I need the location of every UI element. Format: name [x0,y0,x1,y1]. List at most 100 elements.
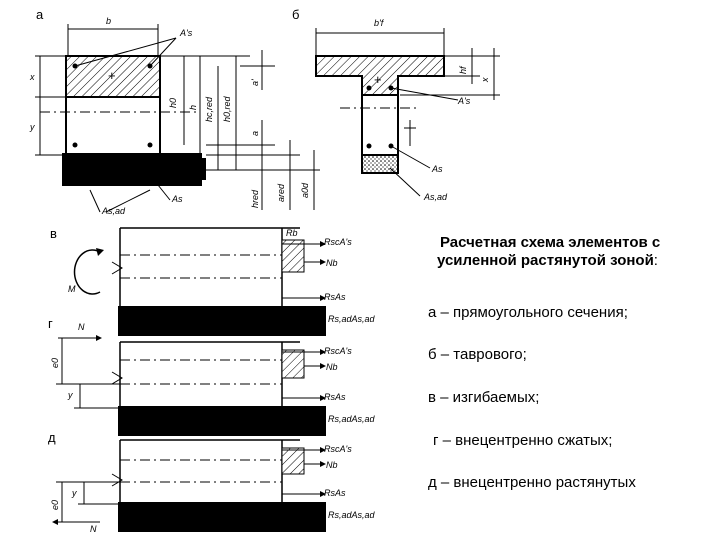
panel-v-bending-element: в Rb RscA's Nb RsAs M Rs,adAs,ad [50,226,376,336]
leader-line [390,145,431,169]
label-N-g: N [78,322,85,332]
label-N-d: N [90,524,97,534]
arrow-head [320,259,326,265]
label-Nb: Nb [326,258,338,268]
leader-line [389,167,421,197]
dim-label-h: h [188,105,198,110]
dim-label-bf: b'f [374,18,385,28]
leader-line [89,189,101,213]
label-Asad-t: As,ad [423,192,448,202]
strengthening-block [118,406,326,436]
caption-item-v: в – изгибаемых; [428,389,540,406]
rebar-tension [72,142,78,148]
stress-block [281,349,305,379]
arrow-head [320,363,326,369]
dim-label-a0d: a0d [300,182,310,198]
rebar-tension [147,142,153,148]
label-Rb: Rb [286,228,298,238]
label-Rs-As: RsAs [324,292,346,302]
label-Nb-g: Nb [326,362,338,372]
dim-label-e0-d: e0 [50,500,60,510]
label-Rsad-Asad-g: Rs,adAs,ad [328,414,376,424]
arrow-head [320,295,326,301]
strengthening-block [200,158,206,180]
arrow-head [96,335,102,341]
label-Rsad-Asad-d: Rs,adAs,ad [328,510,376,520]
dim-label-x-t: x [480,77,490,83]
panel-d-eccentric-tension: д RscA's Nb RsAs N e0 y Rs,adAs,ad [48,430,376,534]
label-Rsc-As-prime-d: RscA's [324,444,352,454]
caption-item-b: б – таврового; [428,346,527,363]
dim-label-ared: ared [276,183,286,202]
arrow-head [320,447,326,453]
leader-line [105,189,151,213]
dim-label-y-d: y [71,488,77,498]
dim-label-hred: hred [250,189,260,208]
caption-title-line2: усиленной растянутой зоной: [437,252,720,270]
arrow-head [320,349,326,355]
label-Rsc-As-prime-g: RscA's [324,346,352,356]
dim-label-y: y [29,122,35,132]
dim-label-h0red: h0,red [222,95,232,122]
centroid-mark: + [374,72,382,87]
label-As-prime-t: A's [457,96,471,106]
stress-block [281,447,305,475]
label-M: M [68,284,76,294]
panel-label-g: г [48,316,53,331]
strengthening-layer [361,154,399,174]
label-As-prime: A's [179,28,193,38]
leader-line [390,87,459,101]
panel-label-a: а [36,7,44,22]
dim-label-b: b [106,16,111,26]
leader-line [74,37,177,67]
label-As: As [171,194,183,204]
arrow-head [320,241,326,247]
dim-label-y-g: y [67,390,73,400]
moment-arc [73,249,101,295]
panel-g-eccentric-compression: г N RscA's Nb RsAs e0 y Rs,adAs,ad [48,316,376,436]
strengthening-block [118,502,326,532]
strengthening-block [62,153,202,186]
break-mark [111,473,123,487]
panel-label-v: в [50,226,57,241]
caption-item-d: д – внецентренно растянутых [428,474,636,491]
caption-item-a: а – прямоугольного сечения; [428,304,628,321]
leader-line [149,37,177,67]
dim-label-x: x [29,72,35,82]
rebar-tension [366,143,372,149]
dim-label-hf: hf [458,65,468,74]
dim-label-e0-g: e0 [50,358,60,368]
panel-b-tee-section: б b'f + A's As As,ad hf x [292,7,500,202]
compressed-zone [65,55,161,98]
stress-block [281,239,305,273]
label-Rs-As-g: RsAs [324,392,346,402]
label-Rsc-As-prime: RscA's [324,237,352,247]
caption-title-colon: : [653,252,658,270]
label-Rs-As-d: RsAs [324,488,346,498]
dim-label-hcred: hc,red [204,96,214,122]
panel-a-rectangular-section: а b + A's As As,ad x y [29,7,320,216]
figure-caption: Расчетная схема элементов с усиленной ра… [428,234,720,491]
caption-title-line1: Расчетная схема элементов с [440,234,661,251]
label-Rsad-Asad: Rs,adAs,ad [328,314,376,324]
dim-label-a: a [250,131,260,136]
break-mark [111,261,123,275]
rebar-compressed [366,85,372,91]
panel-label-b: б [292,7,299,22]
label-As-t: As [431,164,443,174]
break-mark [111,371,123,385]
arrow-head [52,519,58,525]
caption-item-g: г – внецентренно сжатых; [433,432,613,449]
arrow-head [320,395,326,401]
label-Nb-d: Nb [326,460,338,470]
dim-label-h0: h0 [168,98,178,108]
arrow-head [96,248,104,256]
arrow-head [320,461,326,467]
dim-label-a-prime: a' [250,79,260,86]
strengthening-block [118,306,326,336]
panel-label-d: д [48,430,56,445]
caption-title-line2-text: усиленной растянутой зоной [437,252,654,270]
arrow-head [320,491,326,497]
label-Asad: As,ad [101,206,126,216]
